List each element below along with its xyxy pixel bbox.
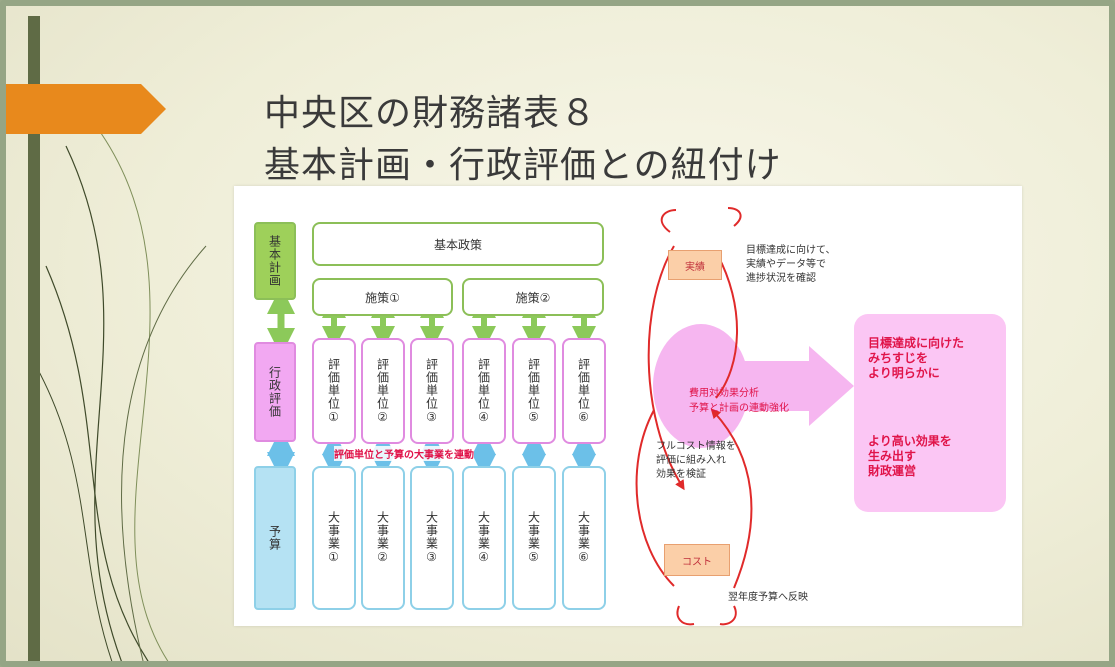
evaluation-unit-4: 評価単位④: [462, 338, 506, 444]
major-project-2: 大事業②: [361, 466, 405, 610]
measure-1-box: 施策①: [312, 278, 453, 316]
cost-label: コスト: [682, 556, 712, 568]
admin-evaluation-box: 行政評価: [254, 342, 296, 442]
major-project-1: 大事業①: [312, 466, 356, 610]
budget-box: 予算: [254, 466, 296, 610]
diagram-panel: 基本計画 行政評価 予算 基本政策 施策① 施策② 評価単位① 評価単位② 評価…: [234, 186, 1022, 626]
basic-policy-label: 基本政策: [433, 237, 482, 252]
results-note: 目標達成に向けて、 実績やデータ等で 進捗状況を確認: [746, 245, 836, 284]
next-year-note: 翌年度予算へ反映: [728, 592, 808, 603]
budget-label: 予算: [267, 525, 282, 551]
basic-plan-label: 基本計画: [267, 235, 282, 287]
cost-box: コスト: [664, 544, 730, 576]
measure-2-label: 施策②: [515, 290, 551, 305]
major-project-5: 大事業⑤: [512, 466, 556, 610]
major-project-3: 大事業③: [410, 466, 454, 610]
fullcost-note: フルコスト情報を 評価に組み入れ 効果を検証: [656, 441, 736, 480]
accent-bar: [28, 16, 40, 661]
basic-plan-box: 基本計画: [254, 222, 296, 300]
evaluation-unit-6: 評価単位⑥: [562, 338, 606, 444]
page-title-line1: 中央区の財務諸表８: [264, 93, 598, 134]
title-arrow-marker: [6, 84, 166, 134]
link-label: 評価単位と予算の大事業を連動: [334, 446, 474, 461]
goal-1: 目標達成に向けた みちすじを より明らかに: [868, 336, 965, 380]
measure-2-box: 施策②: [462, 278, 604, 316]
goals-box: 目標達成に向けた みちすじを より明らかに より高い効果を 生み出す 財政運営: [854, 314, 1006, 512]
evaluation-unit-3: 評価単位③: [410, 338, 454, 444]
results-label: 実績: [685, 261, 705, 273]
measure-1-label: 施策①: [365, 290, 400, 305]
analysis-note: 費用対効果分析 予算と計画の連動強化: [689, 388, 789, 414]
major-project-6: 大事業⑥: [562, 466, 606, 610]
basic-policy-box: 基本政策: [312, 222, 604, 266]
major-project-4: 大事業④: [462, 466, 506, 610]
evaluation-unit-5: 評価単位⑤: [512, 338, 556, 444]
admin-evaluation-label: 行政評価: [267, 366, 282, 418]
page-title-line2: 基本計画・行政評価との紐付け: [264, 145, 782, 186]
results-box: 実績: [668, 250, 722, 280]
decorative-swirl-lines: [35, 125, 207, 661]
evaluation-unit-2: 評価単位②: [361, 338, 405, 444]
goal-2: より高い効果を 生み出す 財政運営: [868, 434, 952, 478]
evaluation-unit-1: 評価単位①: [312, 338, 356, 444]
